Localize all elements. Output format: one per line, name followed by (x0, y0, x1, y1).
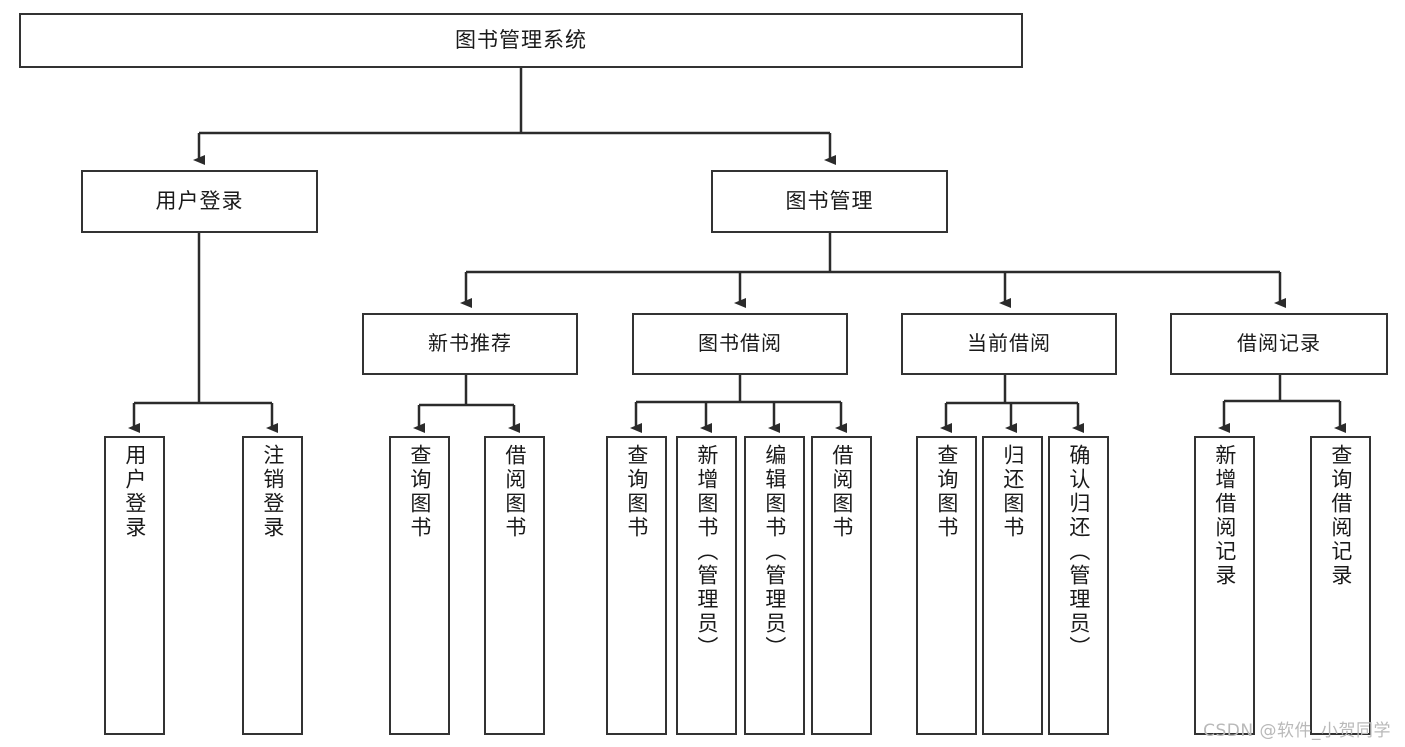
leaf-record-add-record[interactable]: 新增借阅记录 (1194, 436, 1255, 735)
leaf-current-confirm-return[interactable]: 确认归还（管理员） (1048, 436, 1109, 735)
node-user-login[interactable]: 用户登录 (81, 170, 318, 233)
leaf-logout[interactable]: 注销登录 (242, 436, 303, 735)
node-label: 查询借阅记录 (1328, 444, 1353, 588)
leaf-user-login[interactable]: 用户登录 (104, 436, 165, 735)
node-label: 借阅记录 (1237, 331, 1321, 356)
leaf-new-book-borrow-book[interactable]: 借阅图书 (484, 436, 545, 735)
leaf-borrow-query-book[interactable]: 查询图书 (606, 436, 667, 735)
node-label: 借阅图书 (502, 444, 527, 540)
node-label: 用户登录 (155, 189, 244, 214)
node-label: 归还图书 (1000, 444, 1025, 540)
node-label: 用户登录 (122, 444, 147, 540)
node-label: 图书借阅 (698, 331, 782, 356)
node-book-borrow[interactable]: 图书借阅 (632, 313, 848, 375)
node-label: 确认归还（管理员） (1066, 444, 1091, 660)
leaf-borrow-edit-book[interactable]: 编辑图书（管理员） (744, 436, 805, 735)
node-label: 查询图书 (934, 444, 959, 540)
node-label: 图书管理系统 (455, 28, 587, 53)
node-new-book-recommend[interactable]: 新书推荐 (362, 313, 578, 375)
node-label: 编辑图书（管理员） (762, 444, 787, 660)
node-label: 图书管理 (785, 189, 874, 214)
leaf-current-query-book[interactable]: 查询图书 (916, 436, 977, 735)
node-label: 查询图书 (407, 444, 432, 540)
node-current-borrow[interactable]: 当前借阅 (901, 313, 1117, 375)
node-label: 查询图书 (624, 444, 649, 540)
leaf-record-query-record[interactable]: 查询借阅记录 (1310, 436, 1371, 735)
node-label: 借阅图书 (829, 444, 854, 540)
node-label: 当前借阅 (967, 331, 1051, 356)
leaf-borrow-add-book[interactable]: 新增图书（管理员） (676, 436, 737, 735)
node-label: 注销登录 (260, 444, 285, 540)
csdn-watermark: CSDN @软件_小贺同学 (1203, 721, 1391, 741)
leaf-borrow-borrow-book[interactable]: 借阅图书 (811, 436, 872, 735)
node-book-management[interactable]: 图书管理 (711, 170, 948, 233)
node-root-system[interactable]: 图书管理系统 (19, 13, 1023, 68)
node-label: 新书推荐 (428, 331, 512, 356)
node-borrow-record[interactable]: 借阅记录 (1170, 313, 1388, 375)
leaf-new-book-query-book[interactable]: 查询图书 (389, 436, 450, 735)
leaf-current-return-book[interactable]: 归还图书 (982, 436, 1043, 735)
node-label: 新增借阅记录 (1212, 444, 1237, 588)
node-label: 新增图书（管理员） (694, 444, 719, 660)
